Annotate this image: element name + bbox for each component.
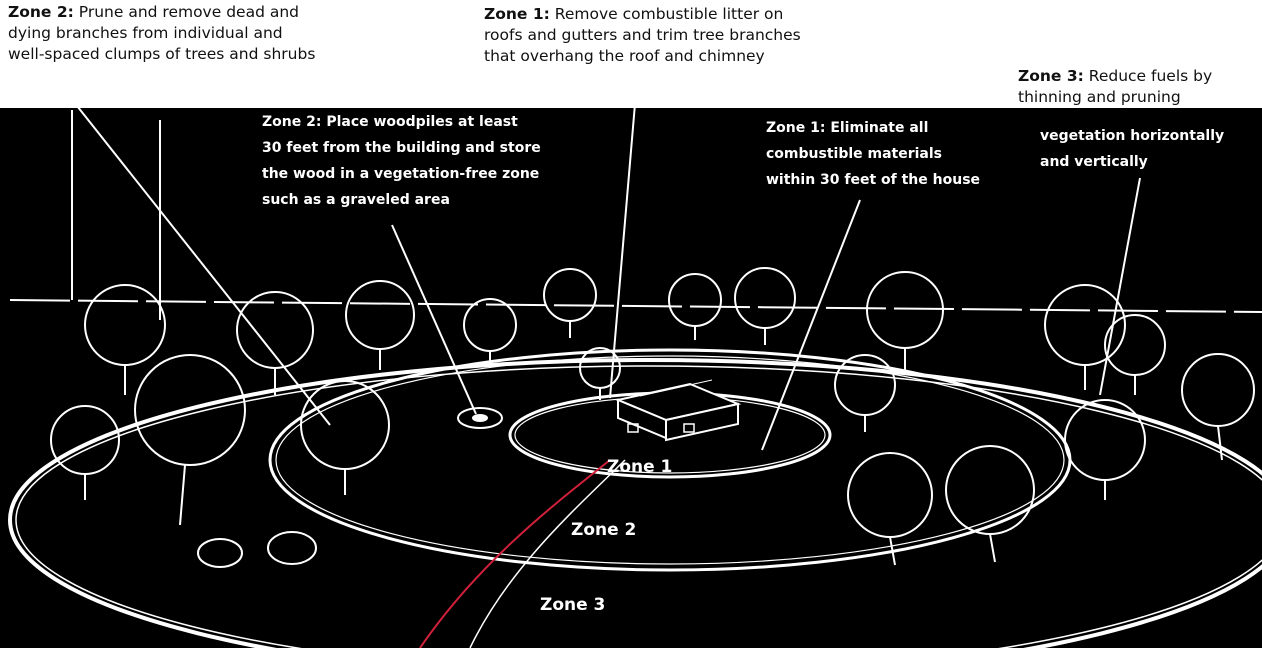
zone1-note-line1: Zone 1: Eliminate all xyxy=(766,120,928,136)
tree xyxy=(668,273,722,340)
zone2-caption: Zone 2: Prune and remove dead and dying … xyxy=(8,2,428,65)
shrub xyxy=(267,531,317,565)
zone2-caption-line3: well-spaced clumps of trees and shrubs xyxy=(8,45,316,63)
zone2-note-line4: such as a graveled area xyxy=(262,192,450,208)
zone2-note-line3: the wood in a vegetation-free zone xyxy=(262,166,539,182)
tree xyxy=(134,354,246,526)
tree xyxy=(847,452,933,566)
scene-background xyxy=(0,108,1262,648)
tree xyxy=(834,354,896,432)
tree xyxy=(300,380,390,495)
zone2-caption-title: Zone 2: xyxy=(8,3,74,21)
zone1-note-line3: within 30 feet of the house xyxy=(766,172,980,188)
zone3-caption-line2: thinning and pruning xyxy=(1018,88,1181,106)
driveway-edge xyxy=(469,459,626,648)
tree xyxy=(345,280,415,370)
zone3-ring-inner xyxy=(15,365,1262,648)
zone2-note-line2: 30 feet from the building and store xyxy=(262,140,541,156)
zone2-label: Zone 2 xyxy=(571,520,636,540)
zone3-note-line1: vegetation horizontally xyxy=(1040,128,1224,144)
zone3-label: Zone 3 xyxy=(540,595,605,615)
house xyxy=(614,379,742,442)
driveway-edge-red xyxy=(419,459,611,648)
zone1-note-line2: combustible materials xyxy=(766,146,942,162)
tree xyxy=(579,347,621,400)
shrub xyxy=(197,538,243,568)
zone2-callout-line xyxy=(65,91,331,426)
tree xyxy=(945,445,1035,563)
tree xyxy=(84,284,166,395)
zone1-callout-line xyxy=(609,91,637,399)
zone1-caption-title: Zone 1: xyxy=(484,5,550,23)
zone3-ring xyxy=(8,358,1262,648)
zone1-label: Zone 1 xyxy=(607,457,672,477)
tree xyxy=(866,271,944,372)
callout-lines xyxy=(65,91,1141,451)
tree xyxy=(1044,284,1126,390)
zone1-caption-line1: Remove combustible litter on xyxy=(554,5,784,23)
zone3-scene-note: vegetation horizontally and vertically xyxy=(1040,128,1224,170)
zone1-caption-line2: roofs and gutters and trim tree branches xyxy=(484,26,801,44)
woodpile-callout-line xyxy=(391,224,477,415)
zone3-note-line2: and vertically xyxy=(1040,154,1148,170)
zone3-caption-line1: Reduce fuels by xyxy=(1088,67,1213,85)
zone1-caption-line3: that overhang the roof and chimney xyxy=(484,47,765,65)
zone3-callout-line xyxy=(1099,177,1141,396)
horizon-line xyxy=(9,299,1262,313)
zone1-note-callout-line xyxy=(761,199,861,451)
zone2-scene-note: Zone 2: Place woodpiles at least 30 feet… xyxy=(262,114,541,208)
tree xyxy=(1064,399,1146,500)
zone2-caption-line1: Prune and remove dead and xyxy=(78,3,299,21)
tree xyxy=(236,291,314,395)
zone2-caption-line2: dying branches from individual and xyxy=(8,24,283,42)
woodpile xyxy=(472,414,488,422)
tree xyxy=(543,268,597,338)
tree xyxy=(734,267,796,345)
zone3-caption: Zone 3: Reduce fuels by thinning and pru… xyxy=(1018,66,1258,108)
zone2-ring-inner xyxy=(275,355,1065,565)
zone1-caption: Zone 1: Remove combustible litter on roo… xyxy=(484,4,904,67)
woodpile-gravel-area xyxy=(457,407,503,429)
tree xyxy=(463,298,517,365)
tree-group xyxy=(50,267,1255,568)
zone3-caption-title: Zone 3: xyxy=(1018,67,1084,85)
zone2-note-line1: Zone 2: Place woodpiles at least xyxy=(262,114,518,130)
tree xyxy=(50,405,120,500)
tree xyxy=(1104,314,1166,395)
tree xyxy=(1181,353,1255,461)
zone1-scene-note: Zone 1: Eliminate all combustible materi… xyxy=(766,120,980,188)
